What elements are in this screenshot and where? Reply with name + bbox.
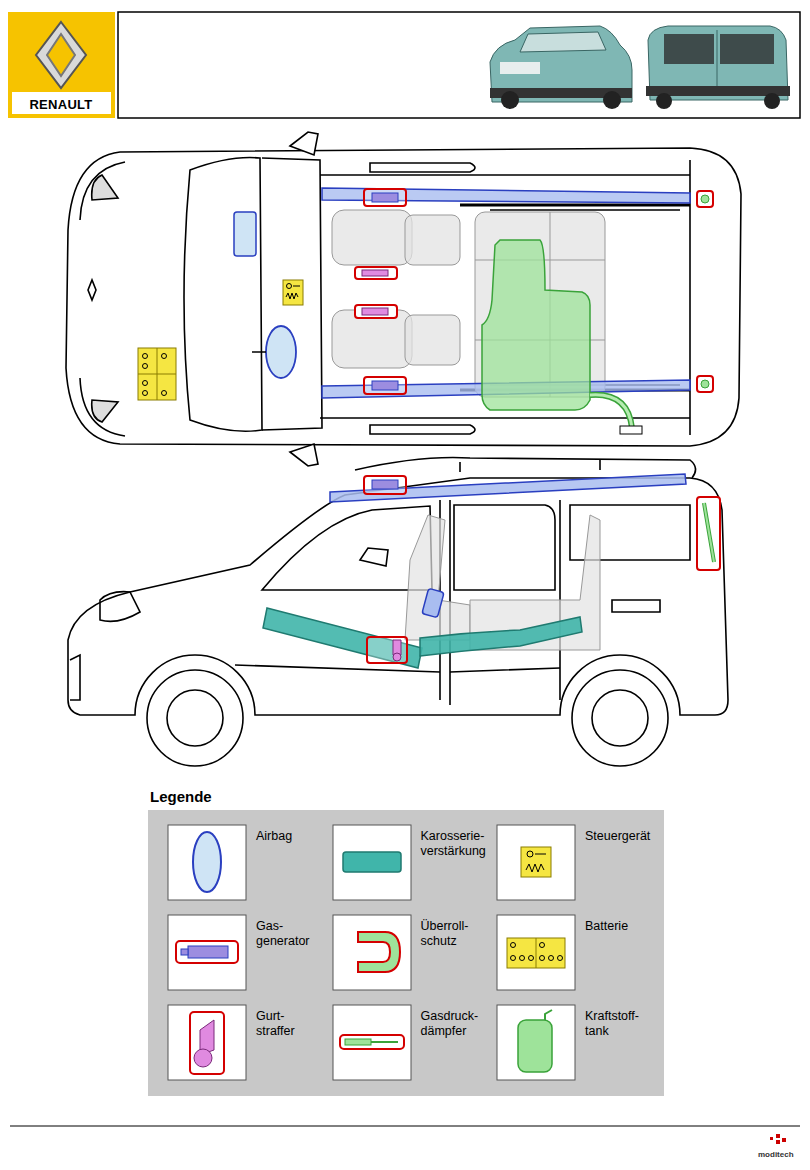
strut-symbol xyxy=(340,1035,404,1049)
control-unit-symbol xyxy=(521,847,551,877)
fuel-tank xyxy=(482,240,642,434)
gas-generator-symbol xyxy=(176,941,238,963)
airbag-symbol xyxy=(193,832,221,892)
gas-strut xyxy=(697,497,720,570)
maker-logo: moditech xyxy=(758,1150,794,1159)
battery xyxy=(138,348,176,400)
legend-text: Batterie xyxy=(585,919,628,934)
car-photo xyxy=(646,26,790,109)
legend-text: Überroll- schutz xyxy=(421,919,469,949)
logo-diamond xyxy=(47,34,75,76)
wheel xyxy=(147,670,668,766)
legend-text: Karosserie- verstärkung xyxy=(421,829,486,859)
battery-symbol xyxy=(507,938,565,968)
logo-ground xyxy=(8,12,115,118)
moditech-logo xyxy=(770,1134,786,1144)
control-unit xyxy=(283,280,303,305)
gas-generator xyxy=(364,189,406,394)
legend-text: Gas- generator xyxy=(256,919,310,949)
logo-band xyxy=(12,92,111,114)
legend-text: Gasdruck- dämpfer xyxy=(421,1009,479,1039)
tank-symbol xyxy=(518,1010,552,1072)
airbag xyxy=(234,212,256,256)
reinforcement-symbol xyxy=(343,852,401,872)
logo-diamond xyxy=(36,22,86,88)
belt-pretensioner xyxy=(355,267,397,318)
top-view xyxy=(66,132,741,466)
gas-strut xyxy=(697,191,713,392)
pretensioner-symbol xyxy=(190,1012,224,1074)
airbag xyxy=(266,326,296,378)
car-photo xyxy=(490,26,632,109)
legend-text: Gurt- straffer xyxy=(256,1009,295,1039)
legend-text: Kraftstoff- tank xyxy=(585,1009,639,1039)
legend-text: Airbag xyxy=(256,829,292,844)
legend-cell xyxy=(168,825,575,1080)
gas-generator xyxy=(364,476,406,494)
legend-heading: Legende xyxy=(150,788,212,805)
legend-text: Steuergerät xyxy=(585,829,650,844)
rollover-symbol xyxy=(358,932,400,972)
belt-pretensioner xyxy=(367,637,407,663)
airbag xyxy=(422,588,444,617)
steering-column xyxy=(252,351,266,353)
title-frame xyxy=(118,12,800,118)
footer-rule xyxy=(10,1126,800,1127)
body-reinforcement xyxy=(263,608,582,668)
legend-panel xyxy=(148,810,664,1096)
brand-name: RENAULT xyxy=(29,97,92,112)
roof-reinforcement xyxy=(330,474,686,502)
